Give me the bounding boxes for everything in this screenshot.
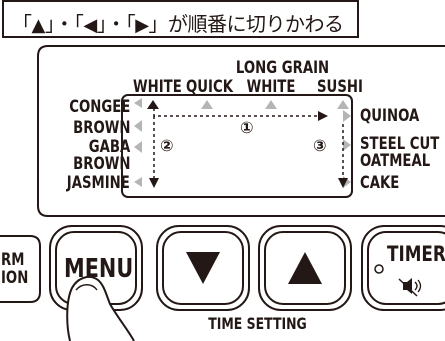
bracket: 「 xyxy=(12,12,32,36)
indicator-long-grain xyxy=(265,100,277,109)
panel-outline xyxy=(37,45,445,217)
label-steel-cut-line1: STEEL CUT xyxy=(360,134,440,154)
time-setting-label: TIME SETTING xyxy=(208,314,307,333)
separator: 」・「 xyxy=(96,12,136,36)
right-triangle-icon: ▶ xyxy=(135,15,149,36)
indicator-congee xyxy=(134,98,142,108)
partial-button-label-line1: RM xyxy=(1,250,25,270)
indicator-white-active xyxy=(147,100,159,109)
label-congee: CONGEE xyxy=(68,97,130,117)
down-button-outer xyxy=(156,225,250,311)
label-white: WHITE xyxy=(133,77,182,97)
timer-indicator-light xyxy=(374,264,384,274)
down-button-inner xyxy=(162,231,244,305)
sequence-arrows xyxy=(153,108,344,180)
instruction-callout: 「▲」・「◀」・「▶」が順番に切りかわる xyxy=(2,0,359,38)
label-long-grain-line2: WHITE xyxy=(246,77,296,97)
up-button-inner xyxy=(264,231,346,305)
partial-button-label-line2: ION xyxy=(1,268,29,288)
indicator-jasmine xyxy=(134,177,142,187)
speaker-mute-icon xyxy=(398,278,422,297)
callout-suffix: 」が順番に切りかわる xyxy=(148,12,345,36)
label-gaba-line1: GABA xyxy=(88,137,130,157)
down-arrow-icon xyxy=(186,252,220,284)
indicator-brown xyxy=(134,120,142,132)
up-button-outer xyxy=(258,225,352,311)
arrow-head-2 xyxy=(149,178,159,188)
menu-button[interactable]: MENU xyxy=(56,232,136,304)
label-jasmine: JASMINE xyxy=(66,173,130,193)
menu-button-label: MENU xyxy=(64,254,134,284)
label-gaba-line2: BROWN xyxy=(72,154,130,174)
label-cake: CAKE xyxy=(360,173,400,193)
indicator-sushi xyxy=(337,100,349,109)
left-triangle-icon: ◀ xyxy=(83,15,97,36)
up-button[interactable] xyxy=(265,232,345,304)
step-number-3: ③ xyxy=(313,136,327,155)
label-quinoa: QUINOA xyxy=(360,106,420,126)
finger-illustration xyxy=(66,275,135,341)
down-button[interactable] xyxy=(163,232,243,304)
display-window xyxy=(121,94,353,198)
indicator-quick xyxy=(201,100,213,109)
label-brown: BROWN xyxy=(72,118,130,138)
indicator-quinoa xyxy=(343,110,351,122)
arrow-head-3 xyxy=(338,178,348,188)
up-arrow-icon xyxy=(288,252,322,284)
label-long-grain-line1: LONG GRAIN xyxy=(235,58,330,78)
timer-button-inner xyxy=(367,231,445,305)
timer-button-label: TIMER xyxy=(387,242,445,266)
timer-button[interactable]: TIMER xyxy=(368,232,445,304)
callout-text: 「▲」・「◀」・「▶」が順番に切りかわる xyxy=(12,8,344,37)
fingernail xyxy=(75,284,98,291)
timer-button-outer xyxy=(361,225,445,311)
label-steel-cut-line2: OATMEAL xyxy=(360,151,431,171)
step-number-1: ① xyxy=(240,118,254,137)
indicator-gaba xyxy=(134,141,142,153)
up-triangle-icon: ▲ xyxy=(31,15,46,36)
arrow-head-1 xyxy=(318,111,328,121)
partial-button-outline xyxy=(0,235,41,303)
label-quick: QUICK xyxy=(186,77,233,97)
separator: 」・「 xyxy=(44,12,84,36)
indicator-steel-cut xyxy=(343,139,351,151)
arrow-path-1 xyxy=(153,108,320,117)
step-number-2: ② xyxy=(160,136,174,155)
label-sushi: SUSHI xyxy=(317,77,363,97)
